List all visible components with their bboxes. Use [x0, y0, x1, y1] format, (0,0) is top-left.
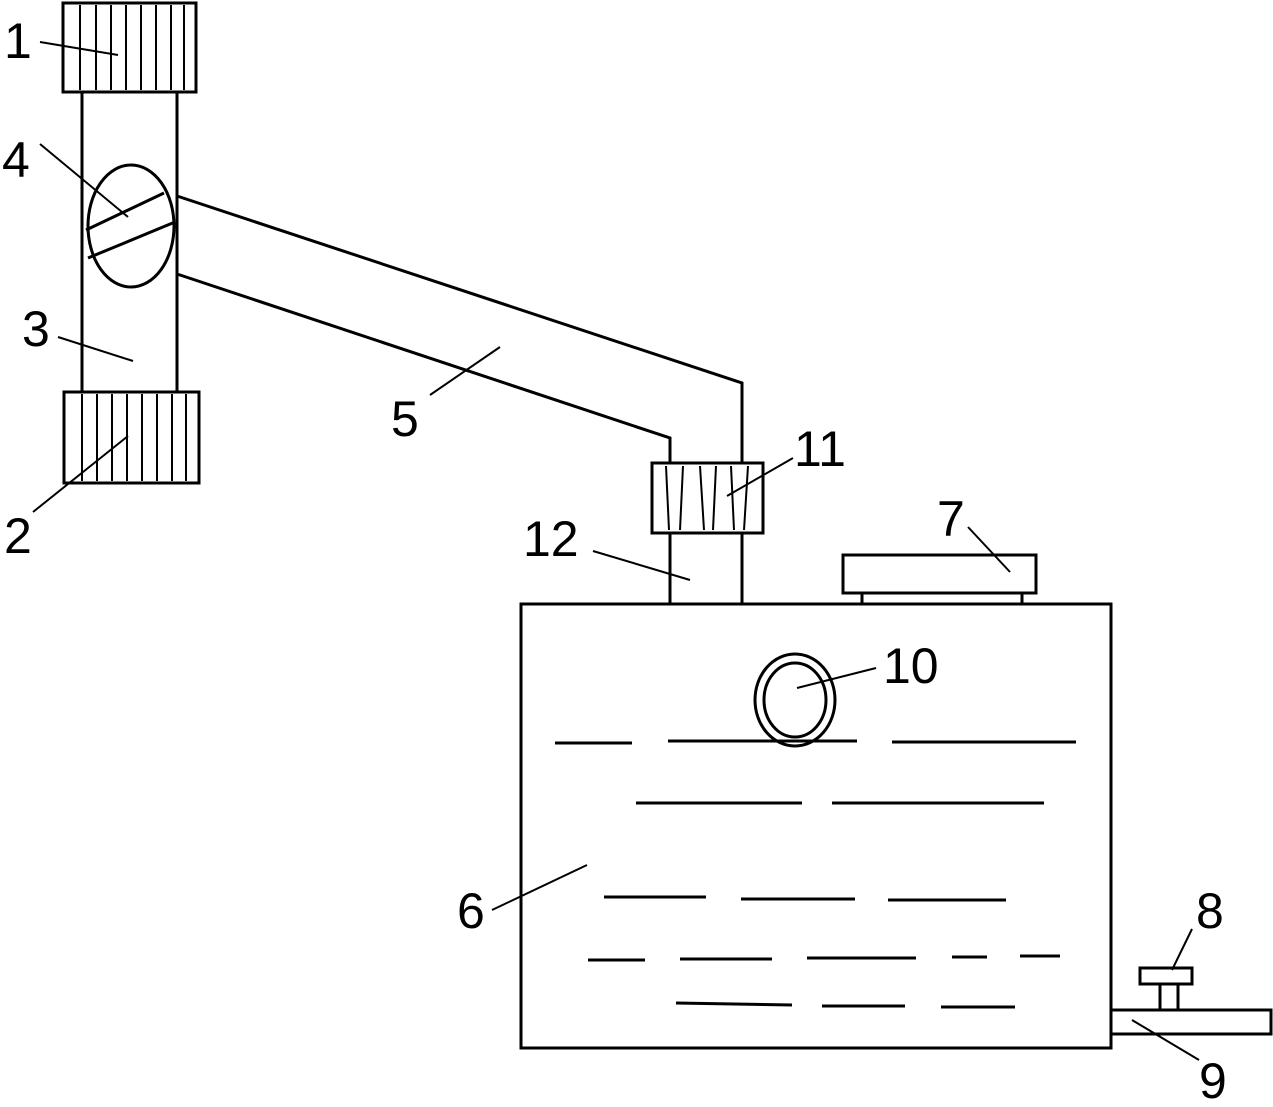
sight-window	[753, 652, 837, 748]
vertical-tube	[80, 92, 179, 392]
leader-6	[491, 864, 588, 911]
label-5: 5	[391, 391, 419, 447]
leader-9	[1131, 1019, 1200, 1061]
leader-8	[1171, 928, 1193, 971]
leader-lines	[32, 41, 1200, 1061]
label-1: 1	[4, 13, 32, 69]
label-6: 6	[457, 883, 485, 939]
tank-lid	[841, 553, 1038, 604]
label-2: 2	[4, 508, 32, 564]
top-cap-knurling	[79, 5, 185, 90]
label-10: 10	[883, 638, 939, 694]
inclined-pipe	[176, 194, 744, 463]
label-11: 11	[794, 421, 846, 477]
leader-2	[32, 435, 129, 513]
label-12: 12	[523, 511, 579, 567]
outlet-valve	[1138, 966, 1194, 1010]
label-8: 8	[1196, 883, 1224, 939]
label-4: 4	[2, 132, 30, 188]
top-knurled-cap	[61, 1, 198, 94]
label-7: 7	[937, 491, 965, 547]
leader-10	[796, 667, 877, 689]
bottom-knurled-cap	[62, 390, 201, 485]
knurled-coupling	[650, 461, 765, 535]
connector-pipe	[668, 533, 744, 603]
valve-disc	[85, 163, 176, 289]
leader-12	[592, 550, 691, 581]
leader-4	[39, 143, 129, 218]
leader-5	[429, 346, 501, 396]
leader-11	[726, 457, 794, 497]
leader-1	[39, 41, 119, 56]
tank	[519, 602, 1113, 1050]
leader-3	[57, 336, 134, 362]
part-labels: 1 4 3 2 5 12 11 7 10 6 8 9	[2, 13, 1227, 1107]
coupling-knurling	[665, 465, 749, 531]
leader-7	[967, 526, 1011, 573]
label-3: 3	[22, 301, 50, 357]
label-9: 9	[1199, 1053, 1227, 1102]
outlet-pipe	[1109, 1008, 1273, 1036]
liquid-lines	[555, 739, 1076, 1009]
